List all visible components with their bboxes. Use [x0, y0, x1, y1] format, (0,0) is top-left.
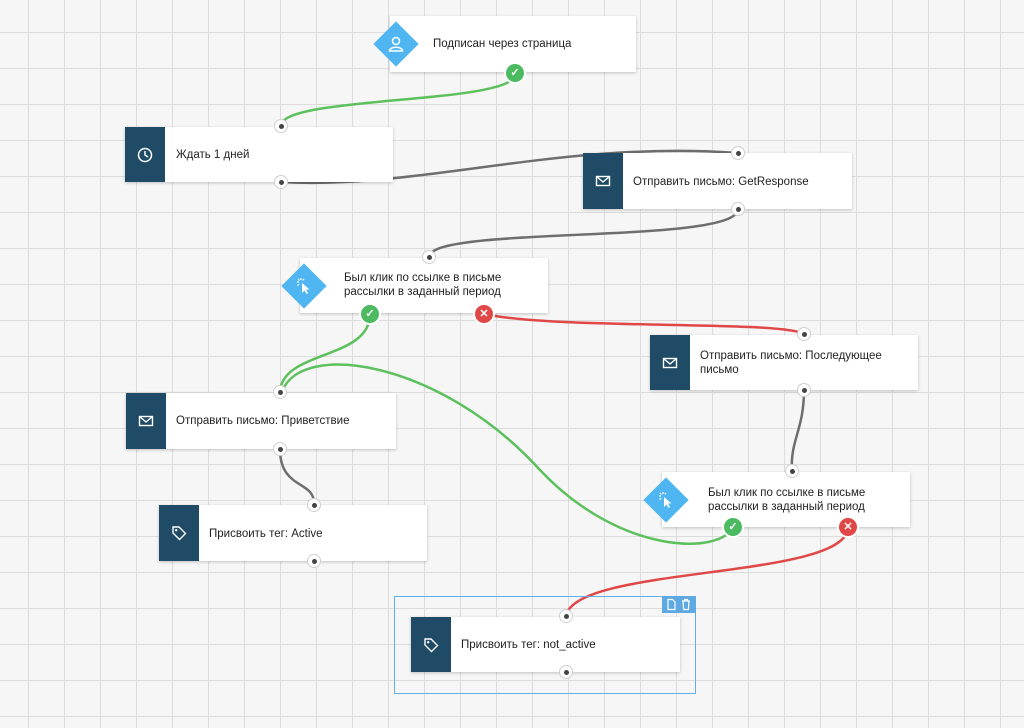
- badge-condition2-no[interactable]: ✕: [839, 518, 857, 536]
- connector-welcome-to-condition2-yes[interactable]: [280, 363, 735, 545]
- node-click-condition-1[interactable]: Был клик по ссылке в письме рассылки в з…: [300, 258, 548, 313]
- node-side-panel: [411, 617, 451, 672]
- trash-icon[interactable]: [680, 598, 692, 611]
- node-click-condition-1-diamond[interactable]: [281, 263, 327, 309]
- node-label: Подписан через страница: [433, 38, 572, 50]
- port-getresponse-output[interactable]: [731, 202, 745, 216]
- user-icon: [388, 36, 404, 52]
- node-side-panel: [126, 393, 166, 449]
- connector-condition2-no-to-not-active[interactable]: [564, 526, 850, 617]
- node-wait[interactable]: Ждать 1 дней: [125, 127, 393, 182]
- node-subscribed-diamond[interactable]: [373, 21, 419, 67]
- envelope-icon: [662, 357, 678, 368]
- node-send-welcome[interactable]: Отправить письмо: Приветствие: [126, 393, 396, 449]
- port-not-active-output[interactable]: [559, 665, 573, 679]
- node-side-panel: [159, 505, 199, 561]
- port-tag-active-input[interactable]: [307, 498, 321, 512]
- port-followup-input[interactable]: [797, 327, 811, 341]
- node-label-line1: Отправить письмо: Последующее: [700, 350, 882, 362]
- connector-subscribed-to-wait[interactable]: [279, 72, 517, 127]
- node-side-panel: [650, 335, 690, 390]
- connector-wait-to-getresponse[interactable]: [280, 149, 739, 185]
- connector-condition1-no-to-followup[interactable]: [483, 312, 805, 336]
- connector-followup-to-condition2[interactable]: [790, 389, 806, 472]
- node-subscribed[interactable]: Подписан через страница: [390, 16, 636, 72]
- envelope-icon: [595, 175, 611, 187]
- port-condition1-input[interactable]: [422, 250, 436, 264]
- selection-toolbar: [662, 596, 696, 613]
- port-wait-output[interactable]: [274, 175, 288, 189]
- badge-condition1-no[interactable]: ✕: [475, 305, 493, 323]
- selection-frame: [394, 596, 696, 694]
- tag-icon: [424, 637, 439, 652]
- node-label-line1: Был клик по ссылке в письме: [344, 272, 502, 284]
- node-label: Присвоить тег: not_active: [461, 639, 596, 651]
- badge-subscribed-yes[interactable]: ✓: [506, 64, 524, 82]
- node-label: Отправить письмо: Приветствие: [176, 415, 350, 427]
- node-label-line2: рассылки в заданный период: [708, 501, 865, 513]
- port-not-active-input[interactable]: [559, 609, 573, 623]
- copy-icon[interactable]: [665, 598, 677, 611]
- clock-icon: [137, 147, 153, 162]
- connector-getresponse-to-condition1[interactable]: [427, 208, 740, 258]
- node-label: Присвоить тег: Active: [209, 528, 323, 540]
- tag-icon: [172, 526, 187, 541]
- port-followup-output[interactable]: [797, 383, 811, 397]
- badge-condition2-yes[interactable]: ✓: [724, 518, 742, 536]
- node-send-getresponse[interactable]: Отправить письмо: GetResponse: [583, 153, 852, 209]
- port-welcome-output[interactable]: [273, 442, 287, 456]
- port-welcome-input[interactable]: [273, 385, 287, 399]
- node-tag-not-active[interactable]: Присвоить тег: not_active: [411, 617, 680, 672]
- node-label: Ждать 1 дней: [176, 149, 250, 161]
- connector-condition1-yes-to-welcome[interactable]: [278, 313, 372, 393]
- node-side-panel: [125, 127, 165, 182]
- node-click-condition-2[interactable]: Был клик по ссылке в письме рассылки в з…: [662, 472, 910, 527]
- node-click-condition-2-diamond[interactable]: [643, 477, 689, 523]
- node-send-followup[interactable]: Отправить письмо: Последующее письмо: [650, 335, 918, 390]
- envelope-icon: [138, 415, 154, 427]
- node-tag-active[interactable]: Присвоить тег: Active: [159, 505, 427, 561]
- node-label-line2: рассылки в заданный период: [344, 286, 501, 298]
- badge-condition1-yes[interactable]: ✓: [361, 305, 379, 323]
- node-label: Отправить письмо: GetResponse: [633, 176, 809, 188]
- port-getresponse-input[interactable]: [731, 146, 745, 160]
- cursor-click-icon: [659, 492, 672, 508]
- connector-welcome-to-tag-active[interactable]: [278, 448, 316, 505]
- cursor-click-icon: [297, 278, 310, 294]
- port-wait-input[interactable]: [274, 119, 288, 133]
- port-condition2-input[interactable]: [785, 464, 799, 478]
- node-label-line2: письмо: [700, 364, 739, 376]
- node-side-panel: [583, 153, 623, 209]
- port-tag-active-output[interactable]: [307, 554, 321, 568]
- node-label-line1: Был клик по ссылке в письме: [708, 487, 866, 499]
